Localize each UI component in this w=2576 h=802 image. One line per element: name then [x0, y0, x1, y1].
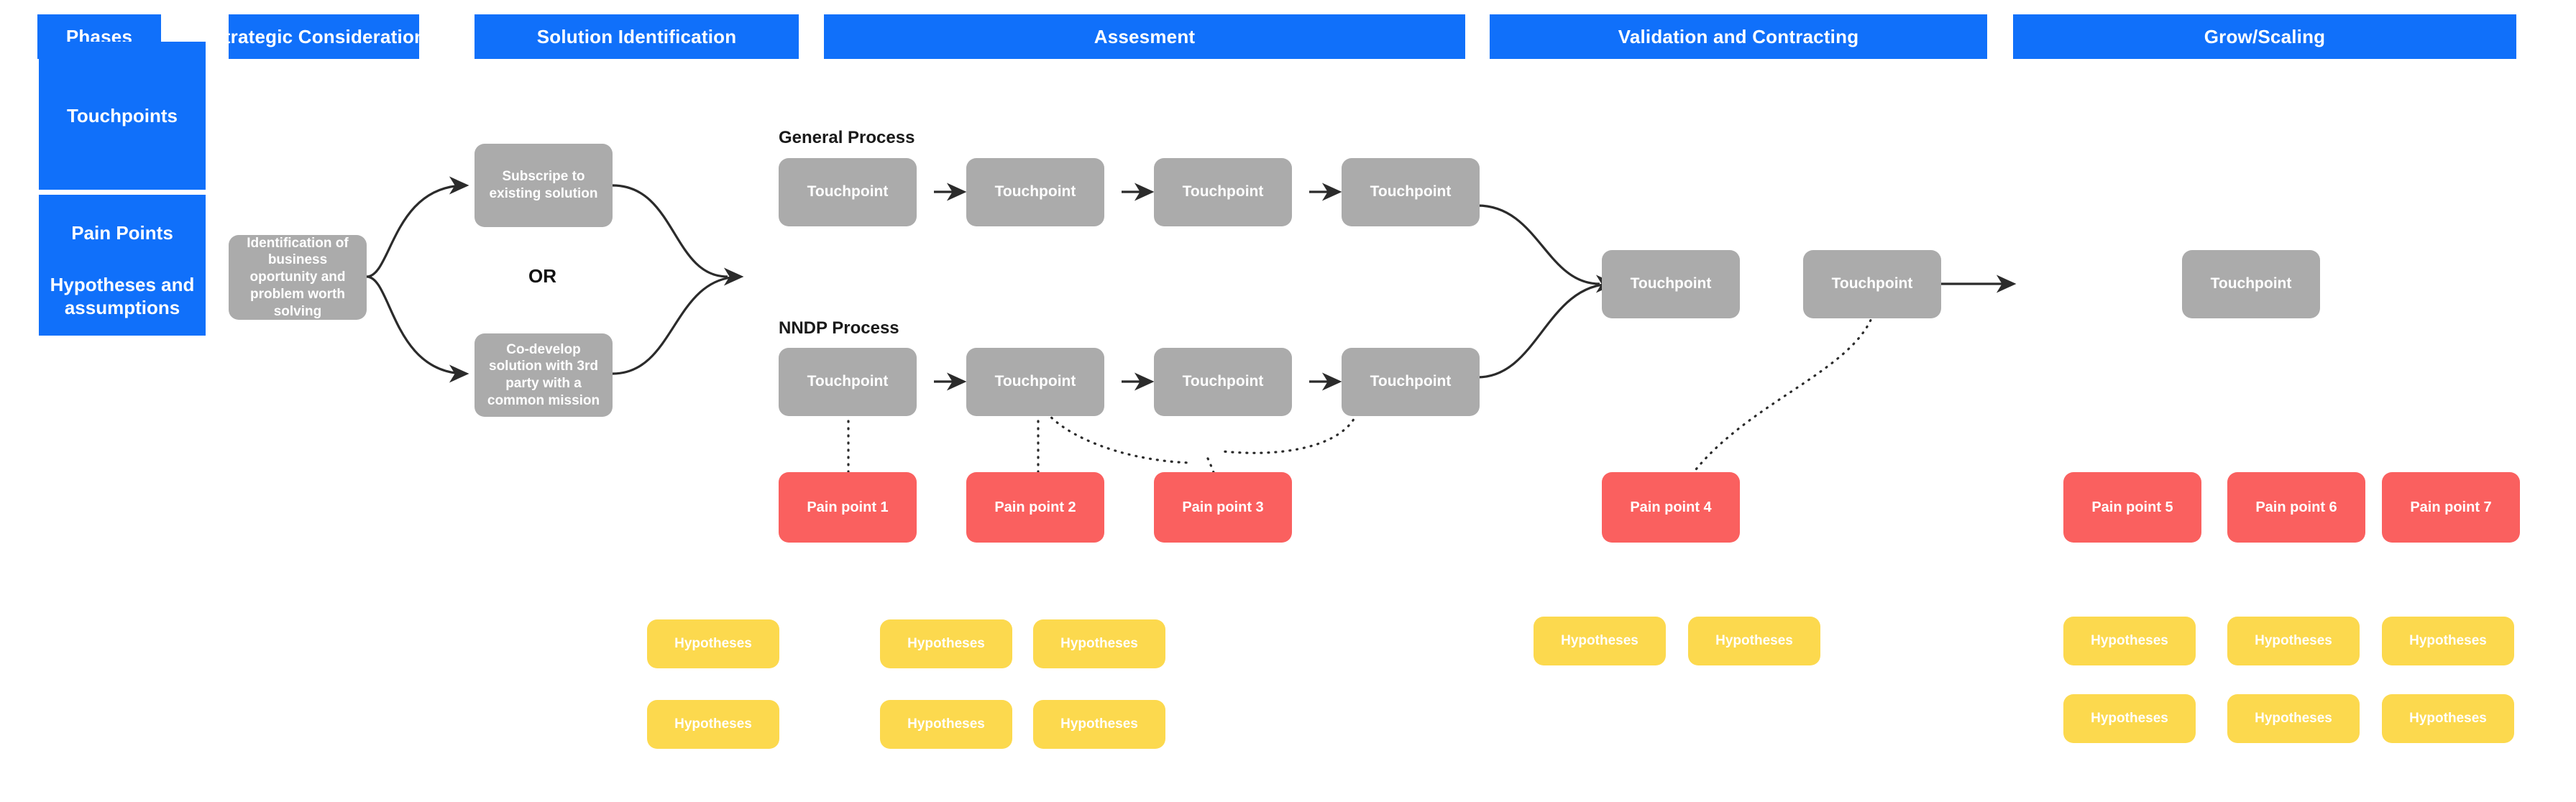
node-label: Touchpoint [994, 183, 1076, 200]
process-title-text: General Process [779, 128, 915, 147]
or-label: OR [528, 265, 556, 287]
node-label: Hypotheses [2255, 633, 2332, 649]
touchpoint-validation-2[interactable]: Touchpoint [1803, 250, 1941, 318]
hypotheses-card[interactable]: Hypotheses [2063, 694, 2196, 743]
node-label: Pain point 5 [2091, 499, 2173, 515]
node-label: Touchpoint [1182, 183, 1264, 200]
phase-header-strategic-considerations[interactable]: Strategic Considerations [211, 14, 436, 59]
pain-point-1[interactable]: Pain point 1 [779, 472, 917, 543]
row-label-touchpoints[interactable]: Touchpoints [39, 42, 206, 190]
node-label: Pain point 3 [1182, 499, 1264, 515]
hypotheses-card[interactable]: Hypotheses [2227, 617, 2360, 665]
node-label: Touchpoint [1831, 275, 1913, 292]
node-label: Hypotheses [907, 716, 985, 732]
pain-point-6[interactable]: Pain point 6 [2227, 472, 2365, 543]
hypotheses-card[interactable]: Hypotheses [2382, 694, 2514, 743]
node-label: Touchpoint [1370, 373, 1452, 390]
touchpoint-general-2[interactable]: Touchpoint [966, 158, 1104, 226]
touchpoint-grow-scaling-1[interactable]: Touchpoint [2182, 250, 2320, 318]
or-label-text: OR [528, 265, 556, 287]
node-label: Touchpoint [807, 183, 889, 200]
node-label: Subscripe to existing solution [489, 169, 598, 201]
touchpoint-general-3[interactable]: Touchpoint [1154, 158, 1292, 226]
node-label: Co-develop solution with 3rd party with … [487, 341, 600, 408]
node-label: Hypotheses [674, 716, 752, 732]
hypotheses-card[interactable]: Hypotheses [2227, 694, 2360, 743]
node-label: Hypotheses [2091, 633, 2168, 649]
touchpoint-nndp-4[interactable]: Touchpoint [1342, 348, 1480, 416]
pain-point-5[interactable]: Pain point 5 [2063, 472, 2201, 543]
phase-header-label: Assesment [1094, 25, 1196, 47]
nndp-process-title: NNDP Process [779, 318, 899, 338]
hypotheses-card[interactable]: Hypotheses [647, 700, 779, 749]
node-label: Touchpoint [1630, 275, 1712, 292]
node-label: Touchpoint [994, 373, 1076, 390]
hypotheses-card[interactable]: Hypotheses [1534, 617, 1666, 665]
hypotheses-card[interactable]: Hypotheses [880, 700, 1012, 749]
node-label: Hypotheses [1561, 633, 1638, 649]
phase-header-solution-identification[interactable]: Solution Identification [475, 14, 799, 59]
node-label: Hypotheses [907, 636, 985, 652]
hypotheses-card[interactable]: Hypotheses [1688, 617, 1820, 665]
phase-header-label: Grow/Scaling [2204, 25, 2326, 47]
touchpoint-nndp-2[interactable]: Touchpoint [966, 348, 1104, 416]
node-label: Hypotheses [1060, 636, 1138, 652]
pain-point-7[interactable]: Pain point 7 [2382, 472, 2520, 543]
row-label-text: Hypotheses and assumptions [50, 273, 195, 319]
row-label-text: Pain Points [71, 222, 173, 244]
phase-header-grow-scaling[interactable]: Grow/Scaling [2013, 14, 2516, 59]
pain-point-3[interactable]: Pain point 3 [1154, 472, 1292, 543]
touchpoint-validation-1[interactable]: Touchpoint [1602, 250, 1740, 318]
phase-header-assesment[interactable]: Assesment [824, 14, 1465, 59]
node-label: Hypotheses [2255, 711, 2332, 727]
touchpoint-general-1[interactable]: Touchpoint [779, 158, 917, 226]
node-label: Hypotheses [2409, 711, 2487, 727]
node-identification-of-business-opportunity[interactable]: Identification of business oportunity an… [229, 235, 367, 320]
phase-header-label: Validation and Contracting [1618, 25, 1859, 47]
phase-header-validation-and-contracting[interactable]: Validation and Contracting [1490, 14, 1987, 59]
row-label-hypotheses-and-assumptions[interactable]: Hypotheses and assumptions [39, 257, 206, 336]
node-label: Hypotheses [2409, 633, 2487, 649]
phase-header-label: Solution Identification [536, 25, 737, 47]
phase-header-label: Strategic Considerations [211, 25, 436, 47]
node-label: Touchpoint [1370, 183, 1452, 200]
process-title-text: NNDP Process [779, 318, 899, 338]
hypotheses-card[interactable]: Hypotheses [880, 619, 1012, 668]
touchpoint-nndp-1[interactable]: Touchpoint [779, 348, 917, 416]
node-label: Pain point 2 [994, 499, 1076, 515]
node-label: Hypotheses [674, 636, 752, 652]
node-label: Hypotheses [1060, 716, 1138, 732]
hypotheses-card[interactable]: Hypotheses [2063, 617, 2196, 665]
hypotheses-card[interactable]: Hypotheses [647, 619, 779, 668]
node-label: Touchpoint [2210, 275, 2292, 292]
node-label: Identification of business oportunity an… [247, 235, 349, 319]
row-label-text: Touchpoints [66, 104, 178, 126]
general-process-title: General Process [779, 128, 915, 148]
node-label: Touchpoint [1182, 373, 1264, 390]
pain-point-4[interactable]: Pain point 4 [1602, 472, 1740, 543]
node-subscribe-to-existing-solution[interactable]: Subscripe to existing solution [475, 144, 613, 227]
node-label: Pain point 7 [2410, 499, 2492, 515]
hypotheses-card[interactable]: Hypotheses [1033, 700, 1165, 749]
touchpoint-nndp-3[interactable]: Touchpoint [1154, 348, 1292, 416]
node-label: Hypotheses [2091, 711, 2168, 727]
node-label: Touchpoint [807, 373, 889, 390]
hypotheses-card[interactable]: Hypotheses [2382, 617, 2514, 665]
hypotheses-card[interactable]: Hypotheses [1033, 619, 1165, 668]
node-label: Hypotheses [1715, 633, 1793, 649]
node-label: Pain point 1 [807, 499, 889, 515]
touchpoint-general-4[interactable]: Touchpoint [1342, 158, 1480, 226]
node-label: Pain point 4 [1630, 499, 1712, 515]
node-co-develop-solution[interactable]: Co-develop solution with 3rd party with … [475, 333, 613, 417]
node-label: Pain point 6 [2255, 499, 2337, 515]
pain-point-2[interactable]: Pain point 2 [966, 472, 1104, 543]
